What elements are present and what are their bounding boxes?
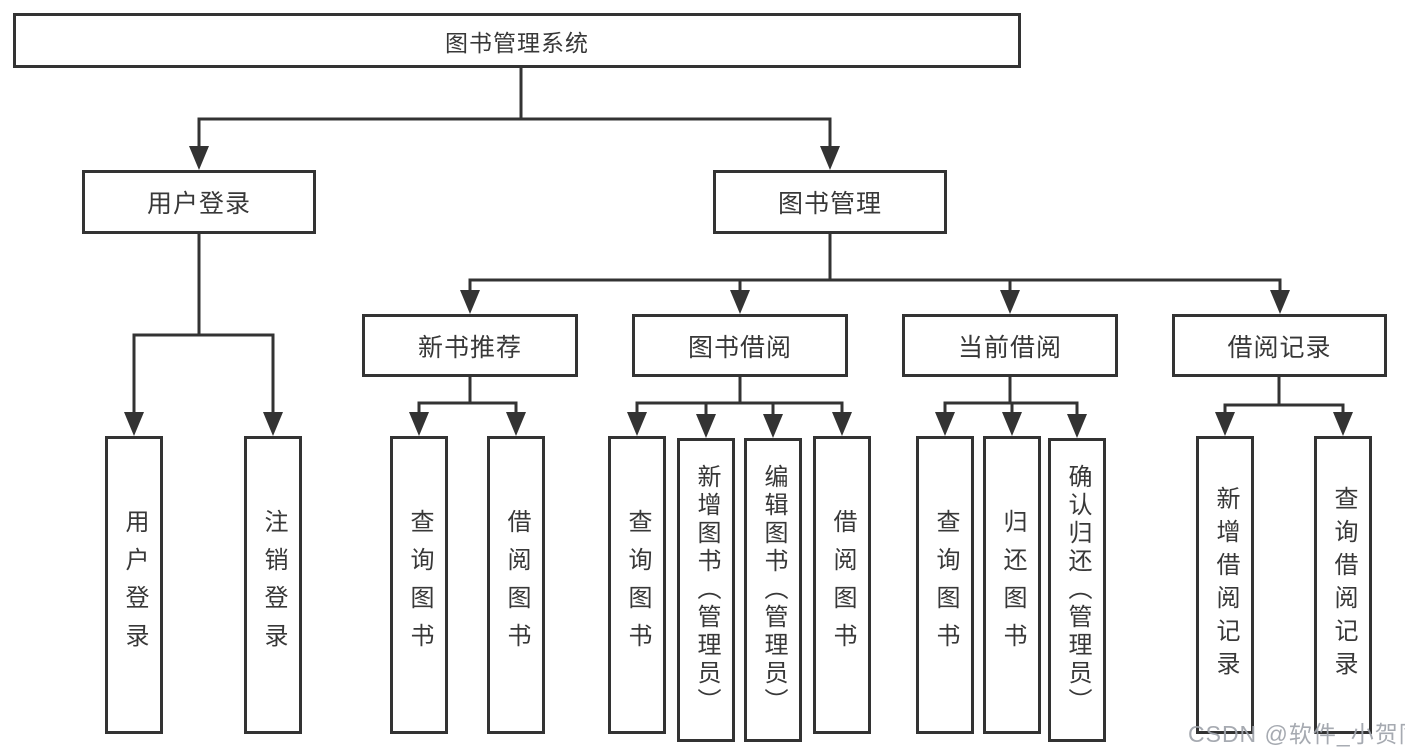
node-user-login: 用户登录 <box>82 170 316 234</box>
node-leaf-query-borrow-record: 查询借阅记录 <box>1314 436 1372 734</box>
arrowhead-icon <box>409 412 429 436</box>
arrowhead-icon <box>832 412 852 436</box>
edges-from-book-mgmt <box>460 234 1290 314</box>
node-leaf-return-books: 归还图书 <box>983 436 1041 734</box>
node-current-borrow: 当前借阅 <box>902 314 1118 377</box>
arrowhead-icon <box>1000 290 1020 314</box>
node-book-management: 图书管理 <box>713 170 947 234</box>
arrowhead-icon <box>1067 414 1087 438</box>
arrowhead-icon <box>627 412 647 436</box>
arrowhead-icon <box>1215 412 1235 436</box>
node-leaf-borrow-books: 借阅图书 <box>813 436 871 734</box>
node-leaf-borrow-books-recommend: 借阅图书 <box>487 436 545 734</box>
node-book-borrow: 图书借阅 <box>632 314 848 377</box>
node-root-library-system: 图书管理系统 <box>13 13 1021 68</box>
edges-from-current-borrow <box>935 377 1087 438</box>
node-new-book-recommend: 新书推荐 <box>362 314 578 377</box>
node-leaf-add-borrow-record: 新增借阅记录 <box>1196 436 1254 734</box>
arrowhead-icon <box>506 412 526 436</box>
edges-from-borrow-records <box>1215 377 1353 436</box>
arrowhead-icon <box>763 414 783 438</box>
edges-from-root <box>189 68 840 170</box>
edges-from-new-book-rec <box>409 377 526 436</box>
edges-from-user-login <box>124 234 283 436</box>
csdn-watermark: CSDN @软件_小贺同学 <box>1188 721 1405 747</box>
node-borrow-records: 借阅记录 <box>1172 314 1387 377</box>
node-leaf-query-books-borrow: 查询图书 <box>608 436 666 734</box>
arrowhead-icon <box>935 412 955 436</box>
node-leaf-add-books-admin: 新增图书（管理员） <box>677 438 735 742</box>
arrowhead-icon <box>460 290 480 314</box>
arrowhead-icon <box>1270 290 1290 314</box>
arrowhead-icon <box>696 414 716 438</box>
node-leaf-query-books-current: 查询图书 <box>916 436 974 734</box>
node-leaf-edit-books-admin: 编辑图书（管理员） <box>744 438 802 742</box>
arrowhead-icon <box>189 146 209 170</box>
arrowhead-icon <box>1002 412 1022 436</box>
arrowhead-icon <box>263 412 283 436</box>
node-leaf-logout: 注销登录 <box>244 436 302 734</box>
edges-from-book-borrow <box>627 377 852 438</box>
arrowhead-icon <box>124 412 144 436</box>
node-leaf-user-login: 用户登录 <box>105 436 163 734</box>
arrowhead-icon <box>730 290 750 314</box>
arrowhead-icon <box>1333 412 1353 436</box>
node-leaf-confirm-return-admin: 确认归还（管理员） <box>1048 438 1106 742</box>
node-leaf-query-books-recommend: 查询图书 <box>390 436 448 734</box>
arrowhead-icon <box>820 146 840 170</box>
